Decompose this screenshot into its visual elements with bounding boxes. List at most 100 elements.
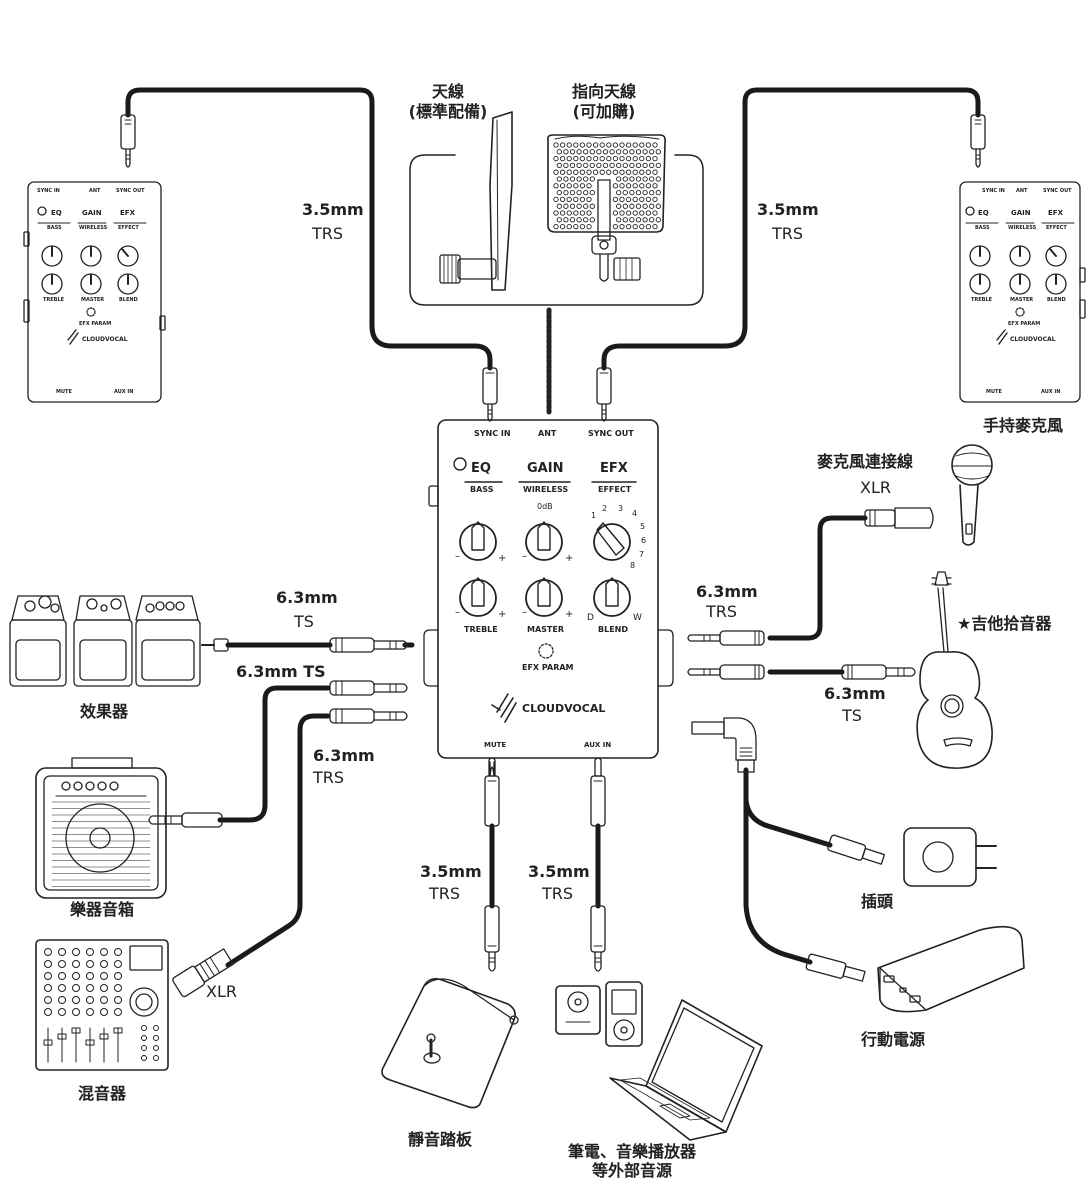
antenna-grid	[553, 142, 661, 230]
left-unit-sync-in: SYNC IN	[37, 188, 60, 194]
plug-amp-out	[148, 812, 223, 828]
dial-number-8: 8	[630, 561, 636, 570]
wireless-label: WIRELESS	[523, 485, 569, 494]
left-unit-mute: MUTE	[56, 389, 72, 395]
power-bank	[877, 925, 1025, 1013]
pedal-1	[9, 595, 67, 687]
left-unit-treble: TREBLE	[43, 297, 65, 303]
right-unit-sync-in: SYNC IN	[982, 188, 1005, 194]
treble-plus: +	[498, 609, 507, 620]
right-unit-aux-in: AUX IN	[1041, 389, 1061, 395]
mute-35-label: 3.5mm	[420, 862, 482, 881]
brand-logo-mark	[491, 693, 517, 723]
plug-sync-out	[596, 367, 612, 422]
handheld-mic	[951, 444, 993, 546]
aux-35-label: 3.5mm	[528, 862, 590, 881]
efx-title: EFX	[600, 461, 628, 476]
knob-effect	[593, 522, 631, 561]
aux-source-label-1: 筆電、音樂播放器	[567, 1142, 697, 1161]
dial-number-2: 2	[602, 504, 608, 513]
sync-unit-right	[959, 181, 1086, 403]
bass-minus: –	[455, 551, 460, 562]
speaker-device	[555, 985, 601, 1035]
effects-63-label: 6.3mm	[276, 588, 338, 607]
mute-pedal	[381, 978, 519, 1109]
master-plus: +	[565, 609, 574, 620]
ant-label: ANT	[538, 429, 557, 438]
amp-cable	[217, 685, 331, 823]
master-label: MASTER	[527, 625, 564, 634]
blend-label: BLEND	[598, 625, 628, 634]
main-unit	[423, 419, 674, 759]
mute-pedal-label: 靜音踏板	[407, 1130, 473, 1149]
guitar-pickup-label: ★吉他拾音器	[957, 614, 1052, 633]
plug-unit-out-2	[687, 664, 765, 680]
effects-63-type: TS	[294, 612, 314, 631]
right-unit-brand: CLOUDVOCAL	[1010, 336, 1056, 343]
mixer-label: 混音器	[77, 1084, 127, 1103]
plug-effects-out	[201, 638, 268, 652]
mute-jack-label: MUTE	[484, 741, 507, 749]
left-unit-ant: ANT	[89, 188, 101, 194]
antenna-directional-label-1: 指向天線	[571, 82, 637, 101]
antenna-standard-label-1: 天線	[431, 82, 465, 101]
dial-number-3: 3	[618, 504, 624, 513]
plug-aux-bottom	[590, 905, 606, 972]
cable-35-left-label: 3.5mm	[302, 200, 364, 219]
plug-sync-in	[482, 367, 498, 422]
mixer-cable	[225, 713, 331, 968]
brand-name: CLOUDVOCAL	[522, 702, 606, 715]
dial-number-4: 4	[632, 509, 638, 518]
left-unit-master: MASTER	[81, 297, 105, 303]
right-unit-effect: EFFECT	[1046, 225, 1067, 231]
pedal-3	[135, 595, 201, 687]
efx-param-button	[538, 643, 554, 659]
antenna-directional-label-2: (可加購)	[572, 102, 636, 121]
bass-plus: +	[498, 553, 507, 564]
plug-mute-bottom	[484, 905, 500, 972]
left-unit-bass: BASS	[47, 225, 62, 231]
aux-in-jack-label: AUX IN	[584, 741, 612, 749]
sync-out-label: SYNC OUT	[588, 429, 634, 438]
right-unit-treble: TREBLE	[971, 297, 993, 303]
plug-mute-top	[484, 757, 500, 827]
right-unit-efx-param: EFX PARAM	[1008, 321, 1041, 327]
mixer-channels	[43, 948, 159, 1063]
handheld-mic-label: 手持麥克風	[983, 416, 1064, 435]
left-unit-eq: EQ	[51, 209, 62, 217]
left-unit-brand: CLOUDVOCAL	[82, 336, 128, 343]
plug-power-angle	[691, 717, 757, 773]
amp-grille	[51, 801, 151, 887]
left-unit-wireless: WIRELESS	[79, 225, 108, 231]
knob-treble	[459, 577, 497, 617]
mic-cable-label: 麥克風連接線	[817, 452, 914, 471]
sync-in-cable	[125, 87, 493, 371]
plug-aux-top	[590, 757, 606, 827]
left-unit-effect: EFFECT	[118, 225, 139, 231]
cable-35-right-label: 3.5mm	[757, 200, 819, 219]
effects-63-label-b: 6.3mm TS	[236, 662, 326, 681]
treble-minus: –	[455, 607, 460, 618]
aux-source-label-2: 等外部音源	[591, 1161, 673, 1180]
right-unit-ant: ANT	[1016, 188, 1028, 194]
dial-number-6: 6	[641, 536, 647, 545]
efx-param-label: EFX PARAM	[522, 663, 574, 672]
plug-usb-2	[805, 953, 866, 982]
treble-label: TREBLE	[464, 625, 498, 634]
effect-label: EFFECT	[598, 485, 632, 494]
plug-label: 插頭	[860, 892, 894, 911]
plug-effects-in	[262, 637, 408, 653]
effect-pedals	[9, 595, 201, 687]
cables	[125, 87, 981, 968]
out-63-type: TRS	[706, 602, 738, 621]
master-minus: –	[522, 607, 527, 618]
directional-antenna	[547, 134, 666, 282]
xlr-label: XLR	[206, 982, 237, 1001]
odb-label: 0dB	[537, 502, 553, 511]
cable-35-right-type: TRS	[772, 224, 804, 243]
wireless-minus: –	[522, 551, 527, 562]
mic-cable	[767, 515, 868, 641]
right-unit-sync-out: SYNC OUT	[1043, 188, 1072, 194]
out-63-label: 6.3mm	[696, 582, 758, 601]
knob-bass	[459, 521, 497, 561]
